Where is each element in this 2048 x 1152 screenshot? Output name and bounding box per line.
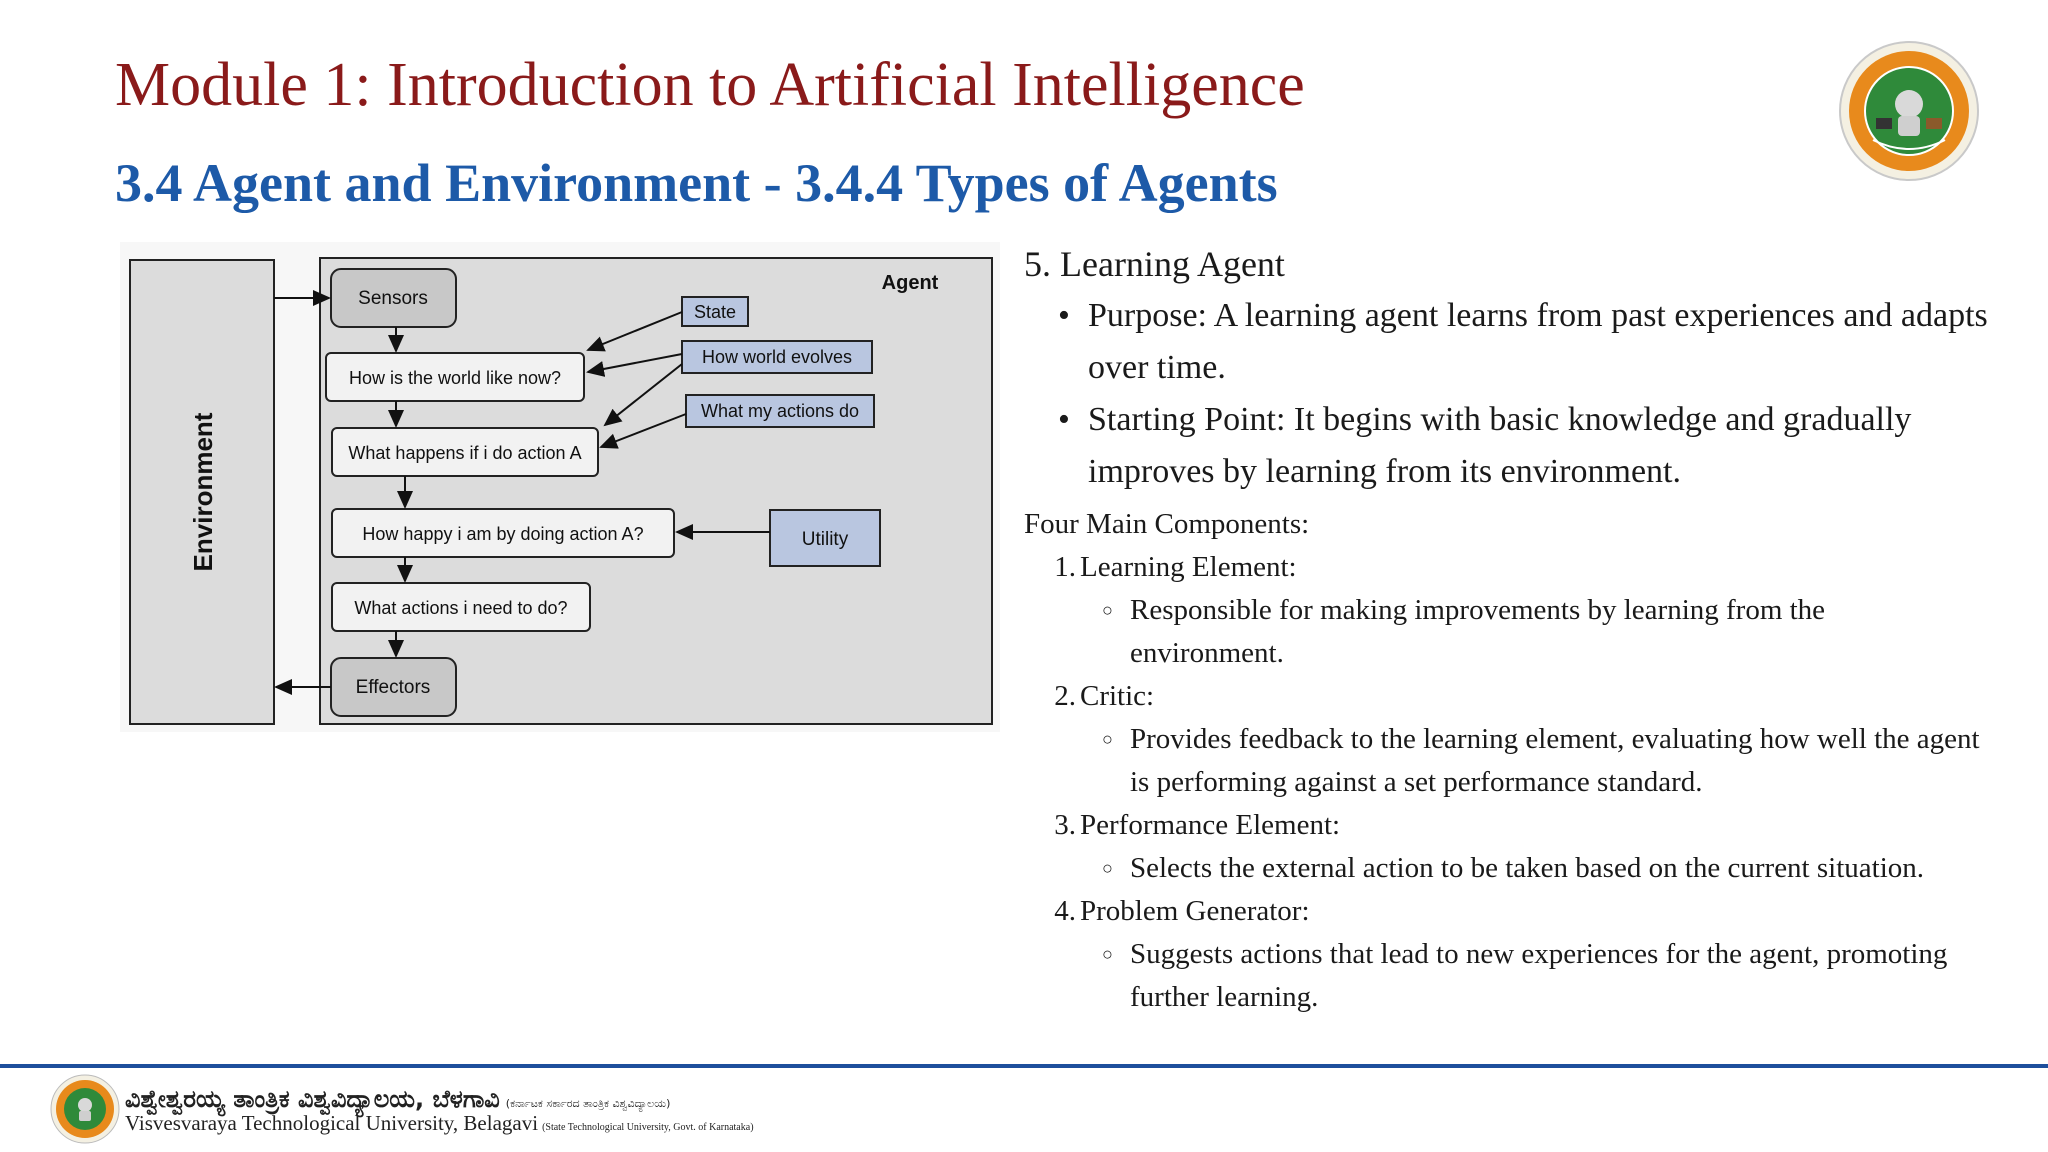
- footer-kannada-name: ವಿಶ್ವೇಶ್ವರಯ್ಯ ತಾಂತ್ರಿಕ ವಿಶ್ವವಿದ್ಯಾಲಯ, ಬೆ…: [125, 1085, 670, 1113]
- footer-kannada-title: ವಿಶ್ವೇಶ್ವರಯ್ಯ ತಾಂತ್ರಿಕ ವಿಶ್ವವಿದ್ಯಾಲಯ, ಬೆ…: [125, 1085, 500, 1113]
- component-description: Suggests actions that lead to new experi…: [1024, 933, 1980, 1019]
- footer-english-title: Visvesvaraya Technological University, B…: [125, 1111, 539, 1135]
- agent-panel: [319, 257, 993, 725]
- my-actions-box: [685, 394, 875, 428]
- environment-panel: [129, 259, 275, 725]
- component-item: 4.Problem Generator:: [1024, 890, 2024, 933]
- component-name: Performance Element:: [1080, 809, 1341, 841]
- utility-box: [769, 509, 881, 567]
- components-title: Four Main Components:: [1024, 508, 1310, 540]
- bullet-item: Starting Point: It begins with basic kno…: [1058, 394, 2024, 498]
- component-description: Provides feedback to the learning elemen…: [1024, 718, 1980, 804]
- section-heading: 5. Learning Agent: [1024, 244, 1285, 284]
- page-title: Module 1: Introduction to Artificial Int…: [115, 51, 1305, 119]
- agent-label: Agent: [882, 272, 939, 294]
- effectors-label: Effectors: [356, 677, 431, 698]
- agent-architecture-diagram: Environment Agent Sensors How is the wor…: [120, 242, 1000, 732]
- state-label: State: [694, 302, 736, 322]
- learning-agent-content: 5. Learning Agent Purpose: A learning ag…: [1024, 238, 2024, 1019]
- component-name: Critic:: [1080, 680, 1155, 712]
- component-item: 2.Critic:: [1024, 675, 2024, 718]
- bullet-item: Purpose: A learning agent learns from pa…: [1058, 290, 2024, 394]
- world-now-label: How is the world like now?: [349, 368, 561, 388]
- footer-kannada-note: (ಕರ್ನಾಟಕ ಸರ್ಕಾರದ ತಾಂತ್ರಿಕ ವಿಶ್ವವಿದ್ಯಾಲಯ): [505, 1097, 671, 1110]
- component-number: 1.: [1054, 551, 1076, 583]
- university-seal-logo: [1839, 41, 1979, 181]
- sensors-box: [330, 268, 457, 328]
- footer-seal-logo: [50, 1074, 120, 1144]
- bullet-list: Purpose: A learning agent learns from pa…: [1024, 290, 2024, 498]
- component-item: 3.Performance Element:: [1024, 804, 2024, 847]
- component-item: 1.Learning Element:: [1024, 546, 2024, 589]
- component-name: Learning Element:: [1080, 551, 1297, 583]
- what-happens-label: What happens if i do action A: [348, 443, 581, 463]
- how-happy-label: How happy i am by doing action A?: [362, 524, 643, 544]
- sensors-label: Sensors: [358, 288, 428, 309]
- component-description: Responsible for making improvements by l…: [1024, 589, 1980, 675]
- how-happy-box: [331, 508, 675, 558]
- component-number: 2.: [1054, 680, 1076, 712]
- environment-label: Environment: [188, 412, 218, 571]
- my-actions-label: What my actions do: [701, 401, 859, 421]
- world-evolves-box: [681, 340, 873, 374]
- footer-rule: [0, 1064, 2048, 1068]
- component-description: Selects the external action to be taken …: [1024, 847, 1980, 890]
- what-actions-box: [331, 582, 591, 632]
- world-evolves-label: How world evolves: [702, 347, 852, 367]
- footer-english-name: Visvesvaraya Technological University, B…: [125, 1111, 754, 1136]
- component-number: 4.: [1054, 895, 1076, 927]
- what-happens-box: [331, 427, 599, 477]
- component-number: 3.: [1054, 809, 1076, 841]
- what-actions-label: What actions i need to do?: [354, 598, 567, 618]
- component-name: Problem Generator:: [1080, 895, 1310, 927]
- utility-label: Utility: [802, 529, 849, 550]
- footer-english-note: (State Technological University, Govt. o…: [542, 1122, 754, 1133]
- state-box: [681, 296, 749, 327]
- world-now-box: [325, 352, 585, 402]
- page-subtitle: 3.4 Agent and Environment - 3.4.4 Types …: [115, 153, 1278, 213]
